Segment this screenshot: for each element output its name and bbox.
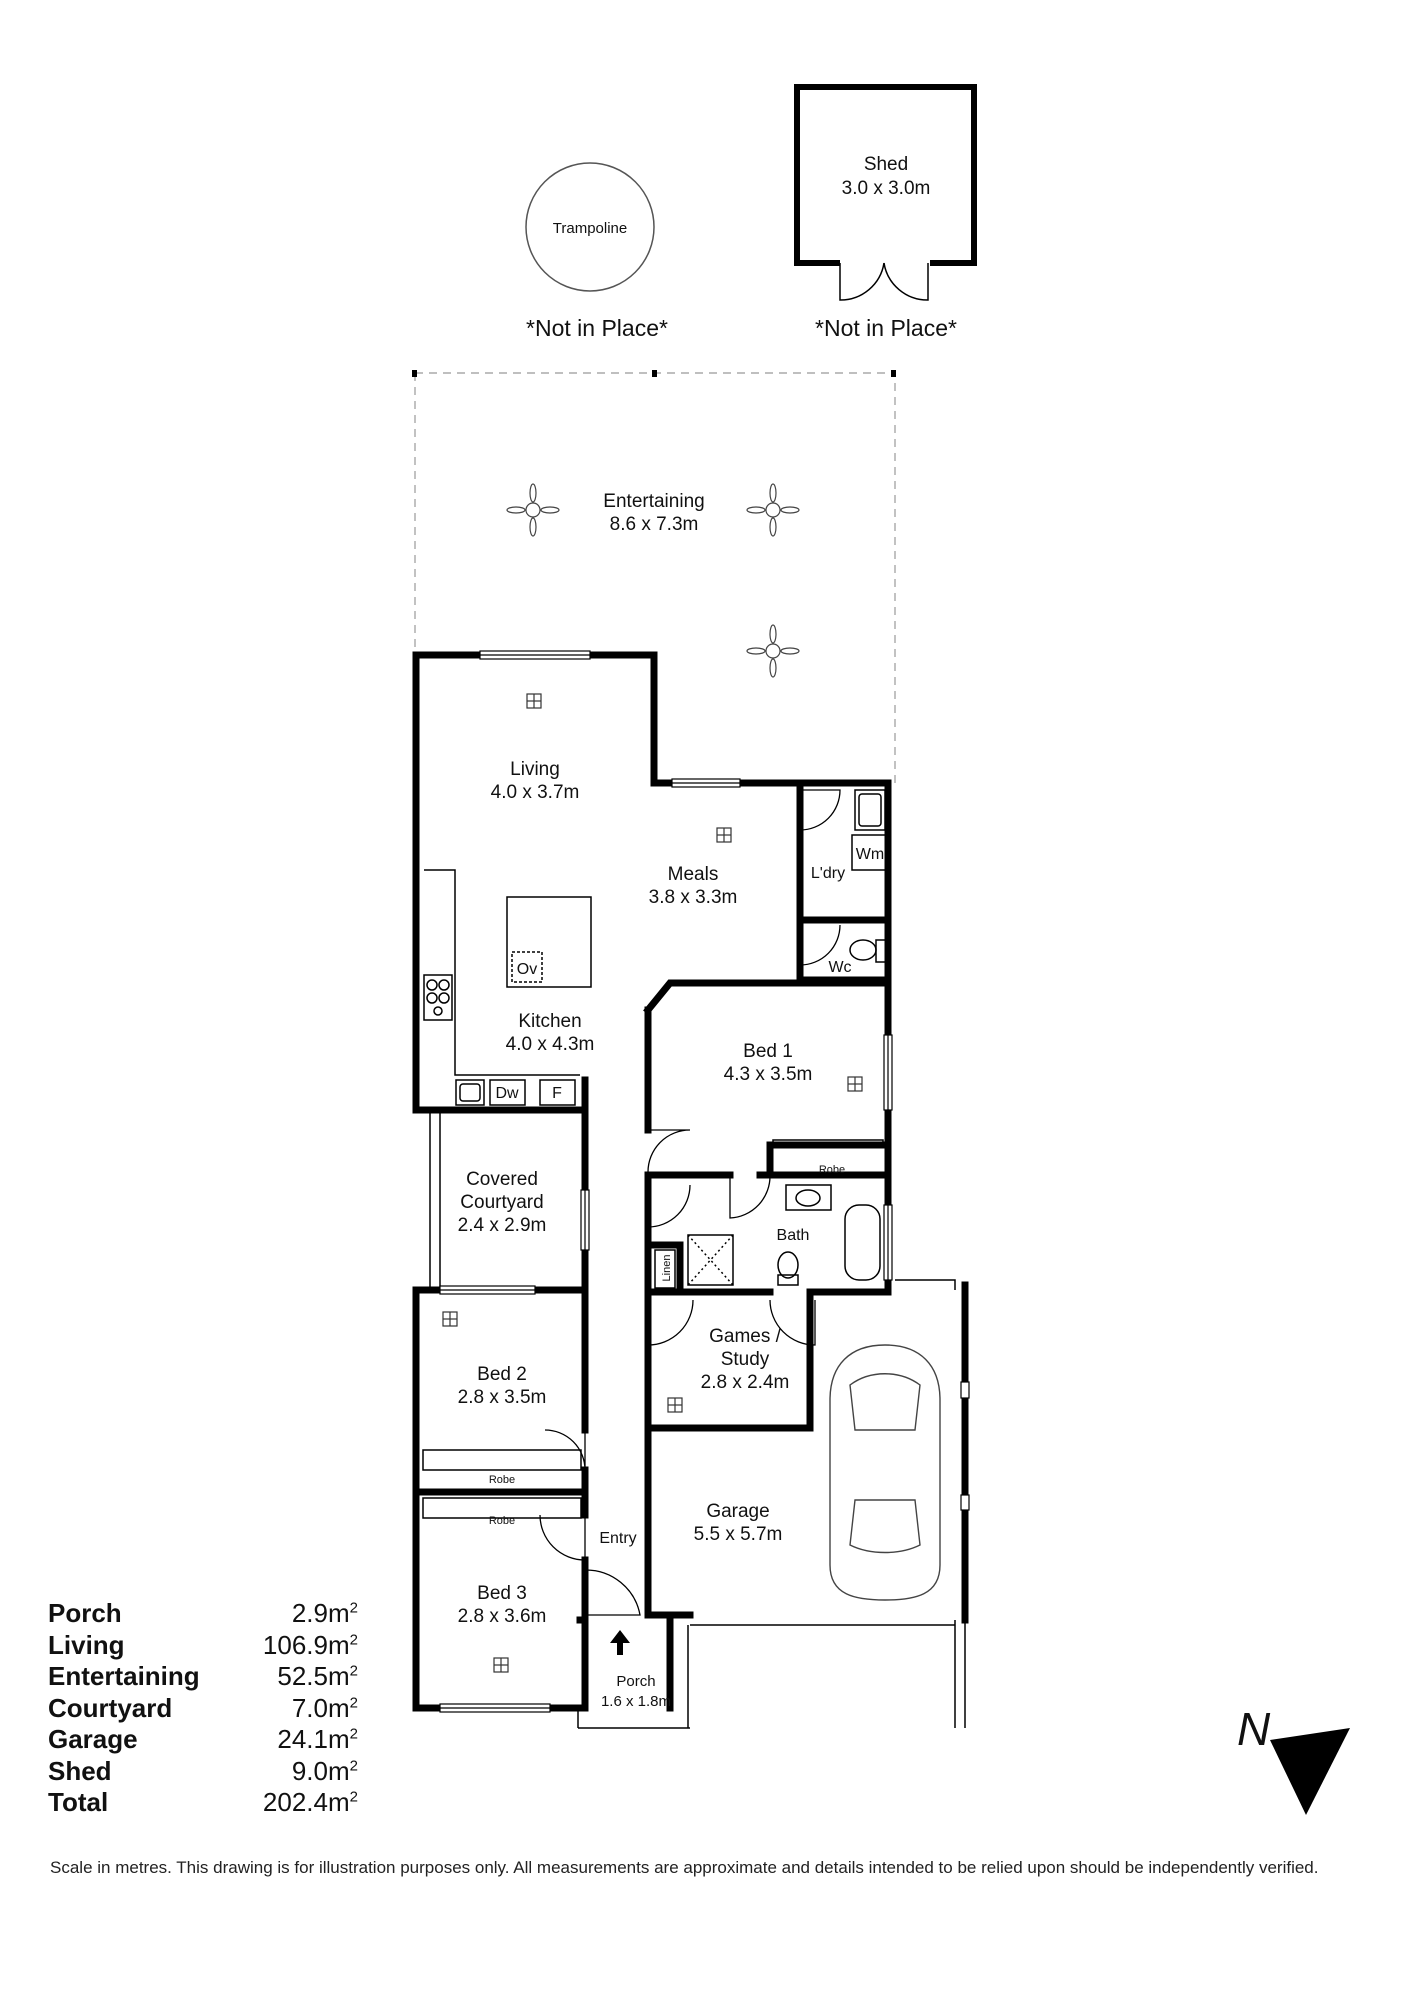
covered-courtyard-dims: 2.4 x 2.9m — [458, 1215, 547, 1236]
windows — [439, 650, 970, 1713]
bath-label: Bath — [777, 1227, 810, 1244]
compass-arrow-icon: N — [1237, 1703, 1350, 1815]
shed-label: Shed — [864, 154, 908, 175]
entertaining-dims: 8.6 x 7.3m — [610, 514, 699, 535]
bed3-label: Bed 3 — [477, 1583, 527, 1604]
area-name: Total — [48, 1787, 109, 1818]
area-row: Garage 24.1m2 — [48, 1724, 358, 1756]
dw-label: Dw — [495, 1085, 519, 1102]
area-row: Porch 2.9m2 — [48, 1598, 358, 1630]
ceiling-fan-icon — [746, 624, 800, 678]
meals-dims: 3.8 x 3.3m — [649, 887, 738, 908]
laundry-label: L'dry — [811, 865, 845, 882]
compass-letter: N — [1237, 1703, 1271, 1755]
trampoline: Trampoline — [525, 162, 655, 292]
wm-label: Wm — [856, 846, 884, 863]
shed-dims: 3.0 x 3.0m — [842, 178, 931, 199]
area-row: Courtyard 7.0m2 — [48, 1693, 358, 1725]
area-name: Living — [48, 1629, 125, 1660]
linen-label: Linen — [661, 1255, 673, 1282]
house-walls — [412, 651, 969, 1712]
robe3-label: Robe — [489, 1515, 515, 1527]
bed1-dims: 4.3 x 3.5m — [724, 1064, 813, 1085]
robe1-label: Robe — [819, 1164, 845, 1176]
area-value: 2.9m2 — [291, 1598, 358, 1629]
trampoline-not-in-place: *Not in Place* — [526, 315, 668, 341]
area-name: Entertaining — [48, 1661, 200, 1692]
area-value: 106.9m2 — [262, 1629, 358, 1660]
light-fixtures — [442, 693, 863, 1673]
robe2-label: Robe — [489, 1474, 515, 1486]
trampoline-label: Trampoline — [553, 220, 627, 237]
area-name: Porch — [48, 1598, 122, 1629]
area-row-total: Total 202.4m2 — [48, 1787, 358, 1819]
porch-dims: 1.6 x 1.8m — [601, 1693, 671, 1710]
area-summary-table: Porch 2.9m2 Living 106.9m2 Entertaining … — [48, 1598, 358, 1819]
doors — [539, 789, 841, 1616]
fridge-label: F — [552, 1085, 562, 1102]
oven-label: Ov — [517, 961, 537, 978]
area-name: Garage — [48, 1724, 138, 1755]
area-row: Living 106.9m2 — [48, 1630, 358, 1662]
area-name: Courtyard — [48, 1692, 173, 1723]
area-value: 9.0m2 — [291, 1755, 358, 1786]
covered-courtyard-label-1: Covered — [466, 1169, 538, 1190]
entry-label: Entry — [599, 1530, 636, 1547]
meals-label: Meals — [668, 864, 719, 885]
entry-arrow-icon — [610, 1630, 630, 1655]
area-value: 52.5m2 — [277, 1661, 358, 1692]
car-icon — [829, 1344, 941, 1601]
ceiling-fan-icon — [746, 483, 800, 537]
garage-label: Garage — [706, 1501, 769, 1522]
entertaining-area: Entertaining 8.6 x 7.3m — [412, 370, 896, 786]
living-dims: 4.0 x 3.7m — [491, 782, 580, 803]
area-value: 24.1m2 — [277, 1724, 358, 1755]
area-name: Shed — [48, 1755, 112, 1786]
disclaimer: Scale in metres. This drawing is for ill… — [50, 1858, 1319, 1877]
shed: Shed 3.0 x 3.0m — [794, 84, 977, 301]
wc-label: Wc — [828, 959, 851, 976]
living-label: Living — [510, 759, 560, 780]
porch-label: Porch — [616, 1673, 655, 1690]
bed3-dims: 2.8 x 3.6m — [458, 1606, 547, 1627]
games-dims: 2.8 x 2.4m — [701, 1372, 790, 1393]
bed1-label: Bed 1 — [743, 1041, 793, 1062]
covered-courtyard-label-2: Courtyard — [460, 1192, 543, 1213]
area-row: Shed 9.0m2 — [48, 1756, 358, 1788]
ceiling-fan-icon — [506, 483, 560, 537]
shed-not-in-place: *Not in Place* — [815, 315, 957, 341]
games-label-2: Study — [721, 1349, 770, 1370]
bed2-label: Bed 2 — [477, 1364, 527, 1385]
area-row: Entertaining 52.5m2 — [48, 1661, 358, 1693]
garage-dims: 5.5 x 5.7m — [694, 1524, 783, 1545]
games-label-1: Games / — [709, 1326, 782, 1347]
area-value: 202.4m2 — [262, 1787, 358, 1818]
area-value: 7.0m2 — [291, 1692, 358, 1723]
kitchen-dims: 4.0 x 4.3m — [506, 1034, 595, 1055]
entertaining-label: Entertaining — [603, 491, 704, 512]
kitchen-label: Kitchen — [518, 1011, 581, 1032]
bed2-dims: 2.8 x 3.5m — [458, 1387, 547, 1408]
